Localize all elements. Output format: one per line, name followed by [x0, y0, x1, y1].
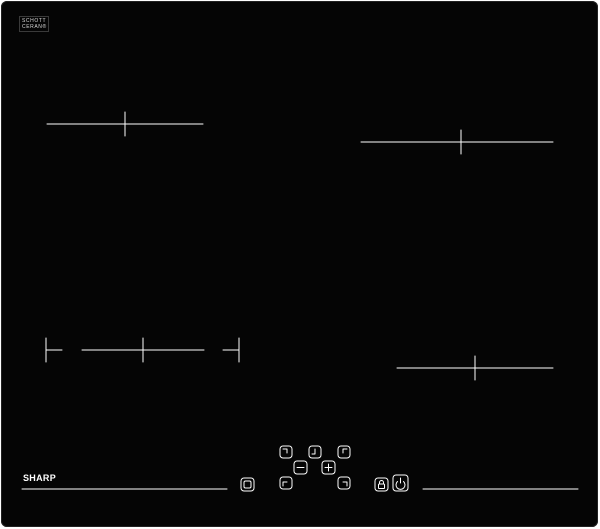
zone-rear-left-mark: [46, 111, 204, 137]
zone-rear-right-mark: [360, 129, 554, 155]
zone-select-rear-center-icon[interactable]: [308, 445, 322, 459]
power-icon[interactable]: [392, 474, 409, 492]
schott-ceran-logo: SCHOTT CERAN®: [19, 16, 49, 32]
ceran-label: CERAN®: [22, 24, 47, 30]
minus-icon[interactable]: [293, 460, 308, 475]
zone-select-rear-right-icon[interactable]: [337, 445, 351, 459]
schott-label: SCHOTT: [22, 18, 47, 24]
zone-select-front-left-icon[interactable]: [279, 476, 293, 490]
zone-front-left-bridge-mark: [45, 337, 240, 363]
plus-icon[interactable]: [321, 460, 336, 475]
sharp-brand: SHARP: [23, 473, 57, 483]
zone-select-front-right-icon[interactable]: [337, 476, 351, 490]
bridge-icon[interactable]: [240, 477, 255, 492]
zone-front-right-mark: [396, 355, 554, 381]
lock-icon[interactable]: [374, 477, 389, 492]
zone-select-rear-left-icon[interactable]: [279, 445, 293, 459]
